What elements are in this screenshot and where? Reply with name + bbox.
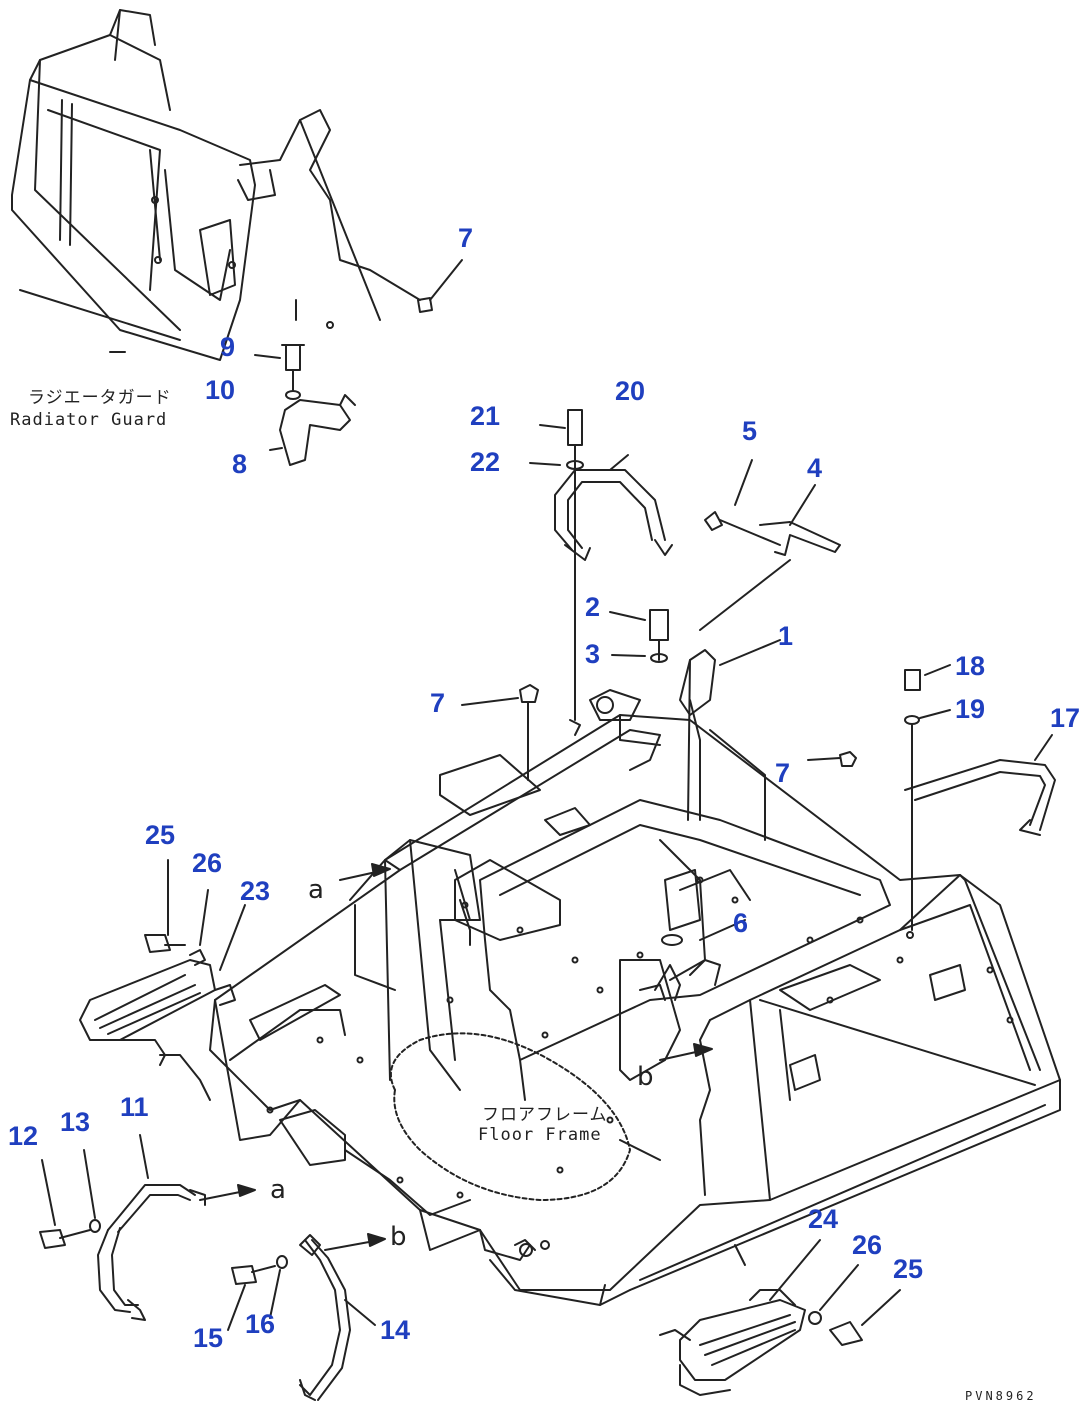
latch-4-5 bbox=[699, 511, 841, 631]
leader-7b bbox=[461, 697, 519, 706]
ref-b-rail: b bbox=[390, 1222, 407, 1252]
callout-7c: 7 bbox=[775, 758, 791, 788]
leader-7a bbox=[429, 259, 463, 301]
handrail-11 bbox=[39, 1184, 206, 1321]
drawing-code: PVN8962 bbox=[965, 1389, 1037, 1403]
leader-1 bbox=[719, 639, 781, 666]
leader-17 bbox=[1034, 734, 1053, 761]
callout-13: 13 bbox=[60, 1107, 91, 1137]
cap-7b bbox=[519, 684, 539, 703]
bracket-8 bbox=[279, 344, 356, 466]
leader-16 bbox=[269, 1269, 281, 1319]
leader-18 bbox=[924, 664, 951, 676]
leader-7c bbox=[807, 757, 841, 761]
callout-7b: 7 bbox=[430, 688, 446, 718]
radiator-guard-label-jp: ラジエータガード bbox=[28, 388, 172, 408]
handrail-20 bbox=[554, 409, 673, 721]
leader-15 bbox=[227, 1284, 246, 1331]
callout-15: 15 bbox=[193, 1323, 224, 1353]
callout-14: 14 bbox=[380, 1315, 411, 1345]
callout-1: 1 bbox=[778, 621, 794, 651]
callout-18: 18 bbox=[955, 651, 986, 681]
callout-25b: 25 bbox=[893, 1254, 924, 1284]
leader-26b bbox=[819, 1264, 859, 1311]
leader-floor bbox=[619, 1139, 661, 1161]
callout-17: 17 bbox=[1050, 703, 1081, 733]
callout-22: 22 bbox=[470, 447, 501, 477]
leader-25b bbox=[861, 1289, 901, 1326]
leader-24 bbox=[769, 1239, 821, 1301]
leader-3 bbox=[611, 654, 646, 657]
callout-20: 20 bbox=[615, 376, 646, 406]
ref-a-rail: a bbox=[270, 1175, 286, 1205]
callout-21: 21 bbox=[470, 401, 501, 431]
ref-b-frame: b bbox=[637, 1062, 654, 1092]
callout-6: 6 bbox=[733, 908, 749, 938]
callout-23: 23 bbox=[240, 876, 271, 906]
radiator-guard-label-en: Radiator Guard bbox=[10, 410, 168, 430]
ref-a-frame: a bbox=[308, 875, 324, 905]
bracket-1 bbox=[649, 609, 716, 821]
step-23 bbox=[79, 934, 236, 1101]
callout-3: 3 bbox=[585, 639, 601, 669]
callout-25a: 25 bbox=[145, 820, 176, 850]
arrow-a-head bbox=[237, 1184, 256, 1197]
floor-frame-label-jp: フロアフレーム bbox=[482, 1105, 608, 1125]
callout-12: 12 bbox=[8, 1121, 39, 1151]
step-24 bbox=[659, 1289, 863, 1396]
callout-2: 2 bbox=[585, 592, 601, 622]
handrail-17 bbox=[904, 669, 1056, 931]
leader-14 bbox=[344, 1299, 376, 1326]
leader-9 bbox=[254, 354, 281, 359]
callout-26b: 26 bbox=[852, 1230, 883, 1260]
leader-11 bbox=[139, 1134, 149, 1179]
cap-7c bbox=[839, 751, 857, 767]
callout-11: 11 bbox=[120, 1092, 149, 1122]
leader-23 bbox=[219, 904, 246, 971]
callout-10: 10 bbox=[205, 375, 236, 405]
handrail-14 bbox=[231, 1234, 351, 1401]
leader-22 bbox=[529, 462, 561, 466]
callout-4: 4 bbox=[807, 453, 823, 483]
callout-26a: 26 bbox=[192, 848, 223, 878]
callout-19: 19 bbox=[955, 694, 986, 724]
leader-6 bbox=[699, 919, 746, 941]
leader-2 bbox=[609, 611, 646, 621]
leader-21 bbox=[539, 424, 566, 429]
floor-frame-label-en: Floor Frame bbox=[478, 1125, 602, 1145]
arrow-b-head bbox=[367, 1233, 386, 1247]
radiator-guard bbox=[11, 9, 433, 361]
leader-19 bbox=[919, 709, 951, 719]
leader-13 bbox=[83, 1149, 96, 1219]
floor-frame bbox=[209, 689, 1061, 1306]
leader-4 bbox=[789, 484, 816, 526]
callout-8: 8 bbox=[232, 449, 248, 479]
callout-7a: 7 bbox=[458, 223, 474, 253]
callout-24: 24 bbox=[808, 1204, 839, 1234]
leader-8 bbox=[269, 447, 283, 451]
callout-16: 16 bbox=[245, 1309, 276, 1339]
leader-12 bbox=[41, 1159, 56, 1226]
callout-9: 9 bbox=[220, 332, 236, 362]
callout-5: 5 bbox=[742, 416, 758, 446]
leader-5 bbox=[734, 459, 753, 506]
leader-20 bbox=[609, 454, 629, 471]
leader-26a bbox=[199, 889, 209, 946]
